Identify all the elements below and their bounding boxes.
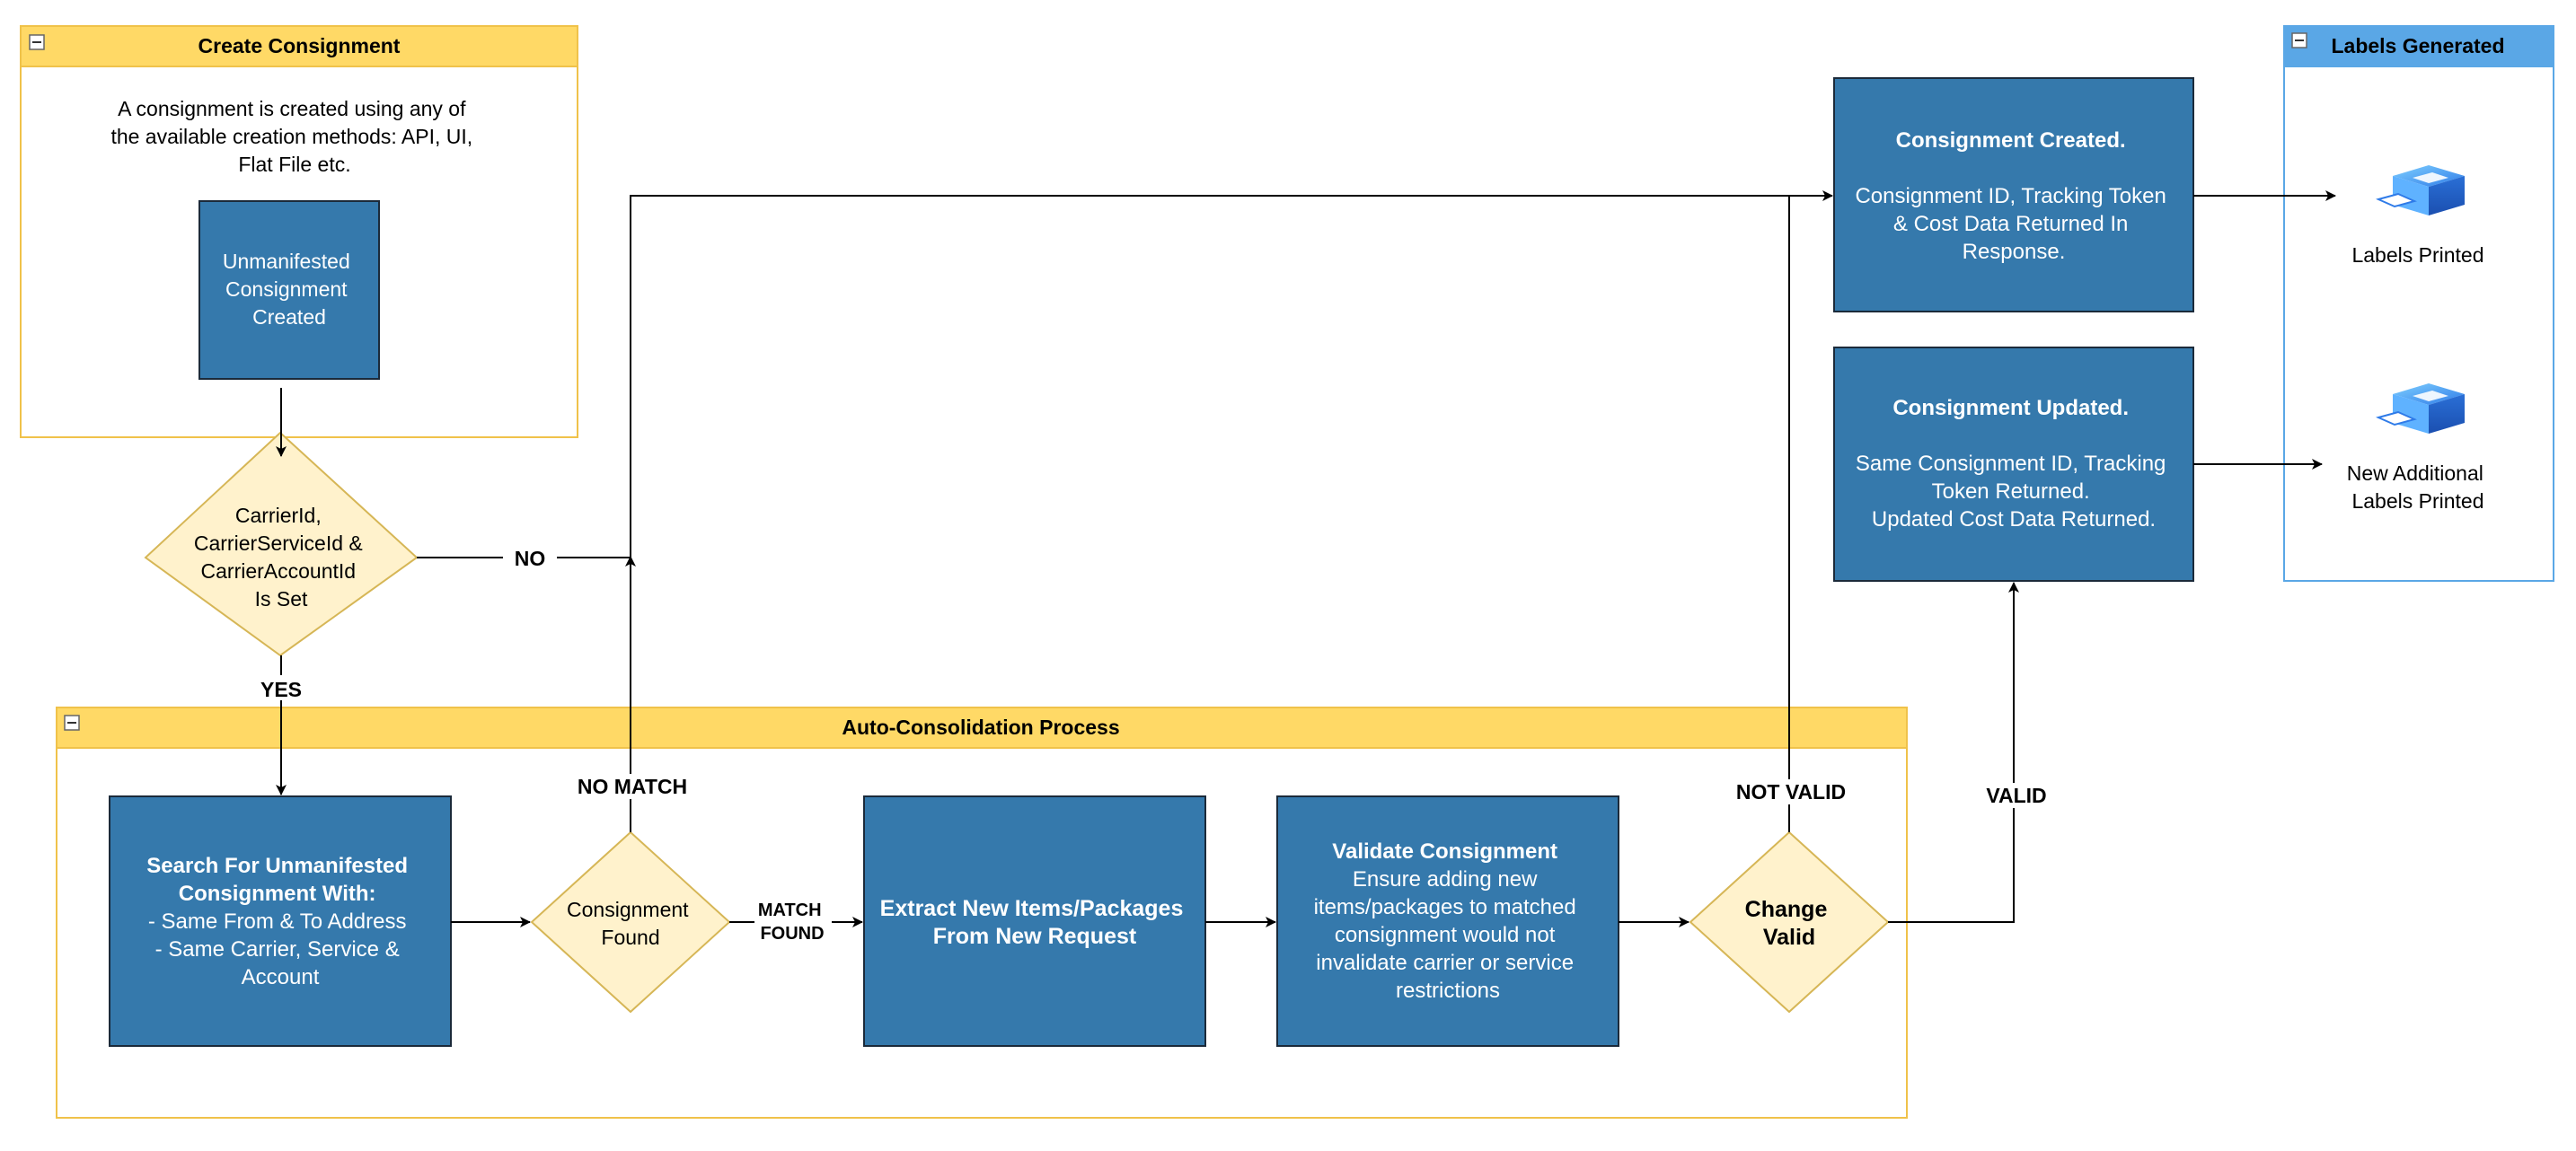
edge-valid	[1888, 582, 2019, 923]
edge-no	[417, 190, 1833, 558]
unmanifested-consignment-node[interactable]	[198, 200, 380, 380]
group-labels-generated: Labels Generated Labels Printed New Addi…	[2283, 25, 2554, 582]
minus-square-icon[interactable]	[2291, 32, 2307, 48]
extract-label: Extract New Items/Packages From New Requ…	[880, 896, 1190, 949]
search-label: Search For Unmanifested Consignment With…	[146, 854, 413, 989]
minus-square-icon[interactable]	[64, 715, 80, 731]
printer-icon	[2376, 383, 2465, 434]
consignment-updated-label: Consignment Updated. Same Consignment ID…	[1856, 396, 2172, 532]
printer-icon	[2376, 165, 2465, 215]
carrier-check-decision[interactable]: CarrierId, CarrierServiceId & CarrierAcc…	[144, 431, 419, 657]
minus-square-icon[interactable]	[29, 34, 45, 50]
edge-no-match-label: NO MATCH	[578, 775, 687, 798]
new-labels-printed-label: New Additional Labels Printed	[2347, 461, 2490, 513]
edge-yes-label: YES	[260, 678, 302, 701]
validate-label: Validate Consignment Ensure adding new i…	[1314, 839, 1583, 1003]
edge-not-valid-label: NOT VALID	[1736, 780, 1846, 804]
change-valid-label: Change Valid	[1745, 897, 1834, 950]
labels-group-frame	[2283, 25, 2554, 582]
carrier-check-label: CarrierId, CarrierServiceId & CarrierAcc…	[194, 504, 368, 611]
search-node[interactable]	[109, 795, 452, 1047]
create-group-header	[20, 25, 578, 67]
consignment-created-label: Consignment Created. Consignment ID, Tra…	[1855, 128, 2172, 264]
labels-group-title: Labels Generated	[2331, 34, 2504, 57]
found-decision[interactable]	[530, 830, 731, 1014]
extract-node[interactable]	[863, 795, 1206, 1047]
auto-group-title: Auto-Consolidation Process	[842, 716, 1119, 739]
change-valid-decision[interactable]	[1689, 830, 1890, 1014]
group-create-consignment: Create Consignment A consignment is crea…	[20, 25, 578, 438]
edge-match-found-label: MATCH FOUND	[758, 901, 826, 944]
create-description: A consignment is created using any of th…	[110, 97, 478, 176]
labels-printed-label: Labels Printed	[2351, 243, 2483, 267]
edge-valid-label: VALID	[1986, 784, 2046, 807]
auto-group-header	[56, 707, 1908, 749]
consignment-created-node[interactable]	[1833, 77, 2194, 312]
create-group-title: Create Consignment	[198, 34, 401, 57]
edge-no-label: NO	[515, 547, 546, 570]
group-auto-consolidation: Auto-Consolidation Process Search For Un…	[56, 707, 1908, 1119]
validate-node[interactable]	[1276, 795, 1619, 1047]
labels-group-header	[2283, 25, 2554, 67]
found-label: Consignment Found	[567, 898, 694, 949]
unmanifested-consignment-label: Unmanifested Consignment Created	[223, 250, 356, 329]
